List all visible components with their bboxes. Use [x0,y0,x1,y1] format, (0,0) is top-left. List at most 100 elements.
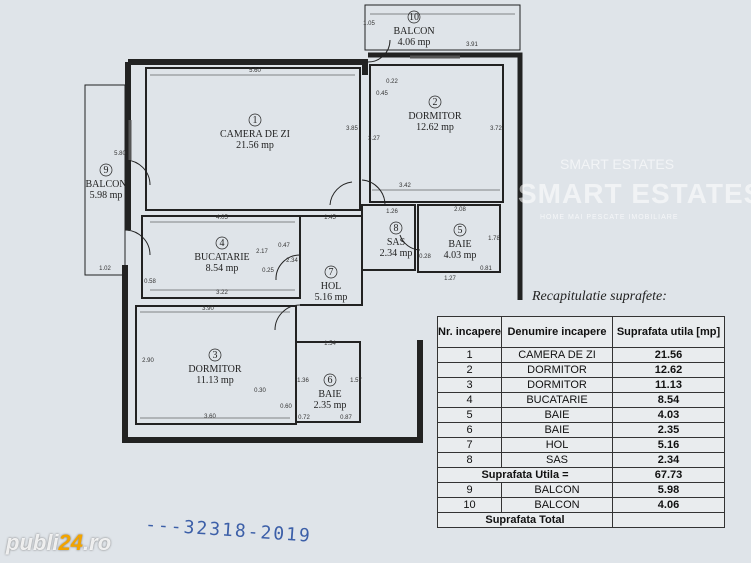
room-area: 5.16 mp [315,292,348,303]
dimension-label: 0.45 [376,91,388,97]
room-number: 8 [394,223,399,234]
room-area: 2.35 mp [314,400,347,411]
dimension-label: 2.17 [256,249,268,255]
cell-nr: 7 [437,437,502,453]
cell-nr: 2 [437,362,502,378]
room-number-circle [248,113,262,127]
table-row: Suprafata Total [437,512,725,528]
room-area: 11.13 mp [196,375,233,386]
cell-name: BALCON [501,497,613,513]
total-label: Suprafata Total [437,512,613,528]
room-name: BAIE [318,389,341,400]
room-dormitor-2 [369,64,504,203]
site-watermark-accent: 24 [58,530,84,555]
cell-nr: 6 [437,422,502,438]
dimension-label: 0.72 [298,415,310,421]
cell-name: HOL [501,437,613,453]
subtotal-label: Suprafata Utila = [437,467,613,483]
dimension-label: 5.80 [114,151,126,157]
room-number-circle [428,95,442,109]
room-number: 9 [104,165,109,176]
cell-name: DORMITOR [501,362,613,378]
header-name: Denumire incapere [501,316,613,348]
cell-area: 8.54 [612,392,725,408]
dimension-label: 0.81 [480,266,492,272]
door-arc [361,179,386,206]
door-arc [399,234,421,251]
room-area: 4.03 mp [444,250,477,261]
room-name: CAMERA DE ZI [220,129,290,140]
door-arc [367,39,391,63]
room-number-circle [99,163,113,177]
dimension-lines [140,13,515,419]
dimension-label: 3.42 [399,183,411,189]
room-name: BALCON [393,26,434,37]
room-number: 4 [220,238,225,249]
dimension-label: 1.78 [488,236,500,242]
room-balcon-10 [364,4,521,51]
room-sas [361,204,416,271]
cell-nr: 5 [437,407,502,423]
area-summary-table: Nr. incapere Denumire incapere Suprafata… [437,316,725,528]
window-mark [128,55,460,160]
room-number-circle [407,10,421,24]
dimension-label: 0.58 [144,279,156,285]
header-nr: Nr. incapere [437,316,502,348]
dimension-label: 0.22 [386,79,398,85]
room-name: BALCON [85,179,126,190]
room-number-circle [215,236,229,250]
cell-nr: 3 [437,377,502,393]
door-arc [275,254,301,281]
cell-name: BUCATARIE [501,392,613,408]
cell-name: CAMERA DE ZI [501,347,613,363]
dimension-label: 3.85 [346,126,358,132]
cell-nr: 4 [437,392,502,408]
room-name: BUCATARIE [194,252,249,263]
cell-nr: 8 [437,452,502,468]
cell-nr: 10 [437,497,502,513]
room-area: 8.54 mp [206,263,239,274]
room-area: 21.56 mp [236,140,274,151]
dimension-label: 1.45 [324,215,336,221]
room-number: 5 [458,225,463,236]
cell-nr: 9 [437,482,502,498]
dimension-label: 0.87 [340,415,352,421]
door-arc [124,229,151,256]
dimension-label: 1.05 [363,21,375,27]
dimension-label: 4.05 [216,215,228,221]
cell-name: DORMITOR [501,377,613,393]
cell-area: 2.35 [612,422,725,438]
cell-area: 12.62 [612,362,725,378]
room-camera-de-zi [145,67,361,211]
dimension-label: 3.90 [202,306,214,312]
door-arc [274,304,301,331]
table-row: Suprafata Utila =67.73 [437,467,725,483]
watermark-brand: SMART ESTATES [518,178,751,209]
room-number-circle [389,221,403,235]
dimension-label: 1.27 [444,276,456,282]
cell-area: 21.56 [612,347,725,363]
room-area: 12.62 mp [416,122,454,133]
room-area: 4.06 mp [398,37,431,48]
room-bucatarie [141,215,301,299]
cell-nr: 1 [437,347,502,363]
header-area: Suprafata utila [mp] [612,316,725,348]
site-watermark: publi24.ro [6,530,111,556]
dimension-label: 2.90 [142,358,154,364]
dimension-label: 1.26 [386,209,398,215]
room-number-circle [208,348,222,362]
dimension-label: 0.60 [280,404,292,410]
room-baie-6 [295,341,361,423]
dimension-label: 1.36 [297,378,309,384]
dimension-label: 3.91 [466,42,478,48]
room-number: 10 [409,12,419,23]
room-number-circle [453,223,467,237]
